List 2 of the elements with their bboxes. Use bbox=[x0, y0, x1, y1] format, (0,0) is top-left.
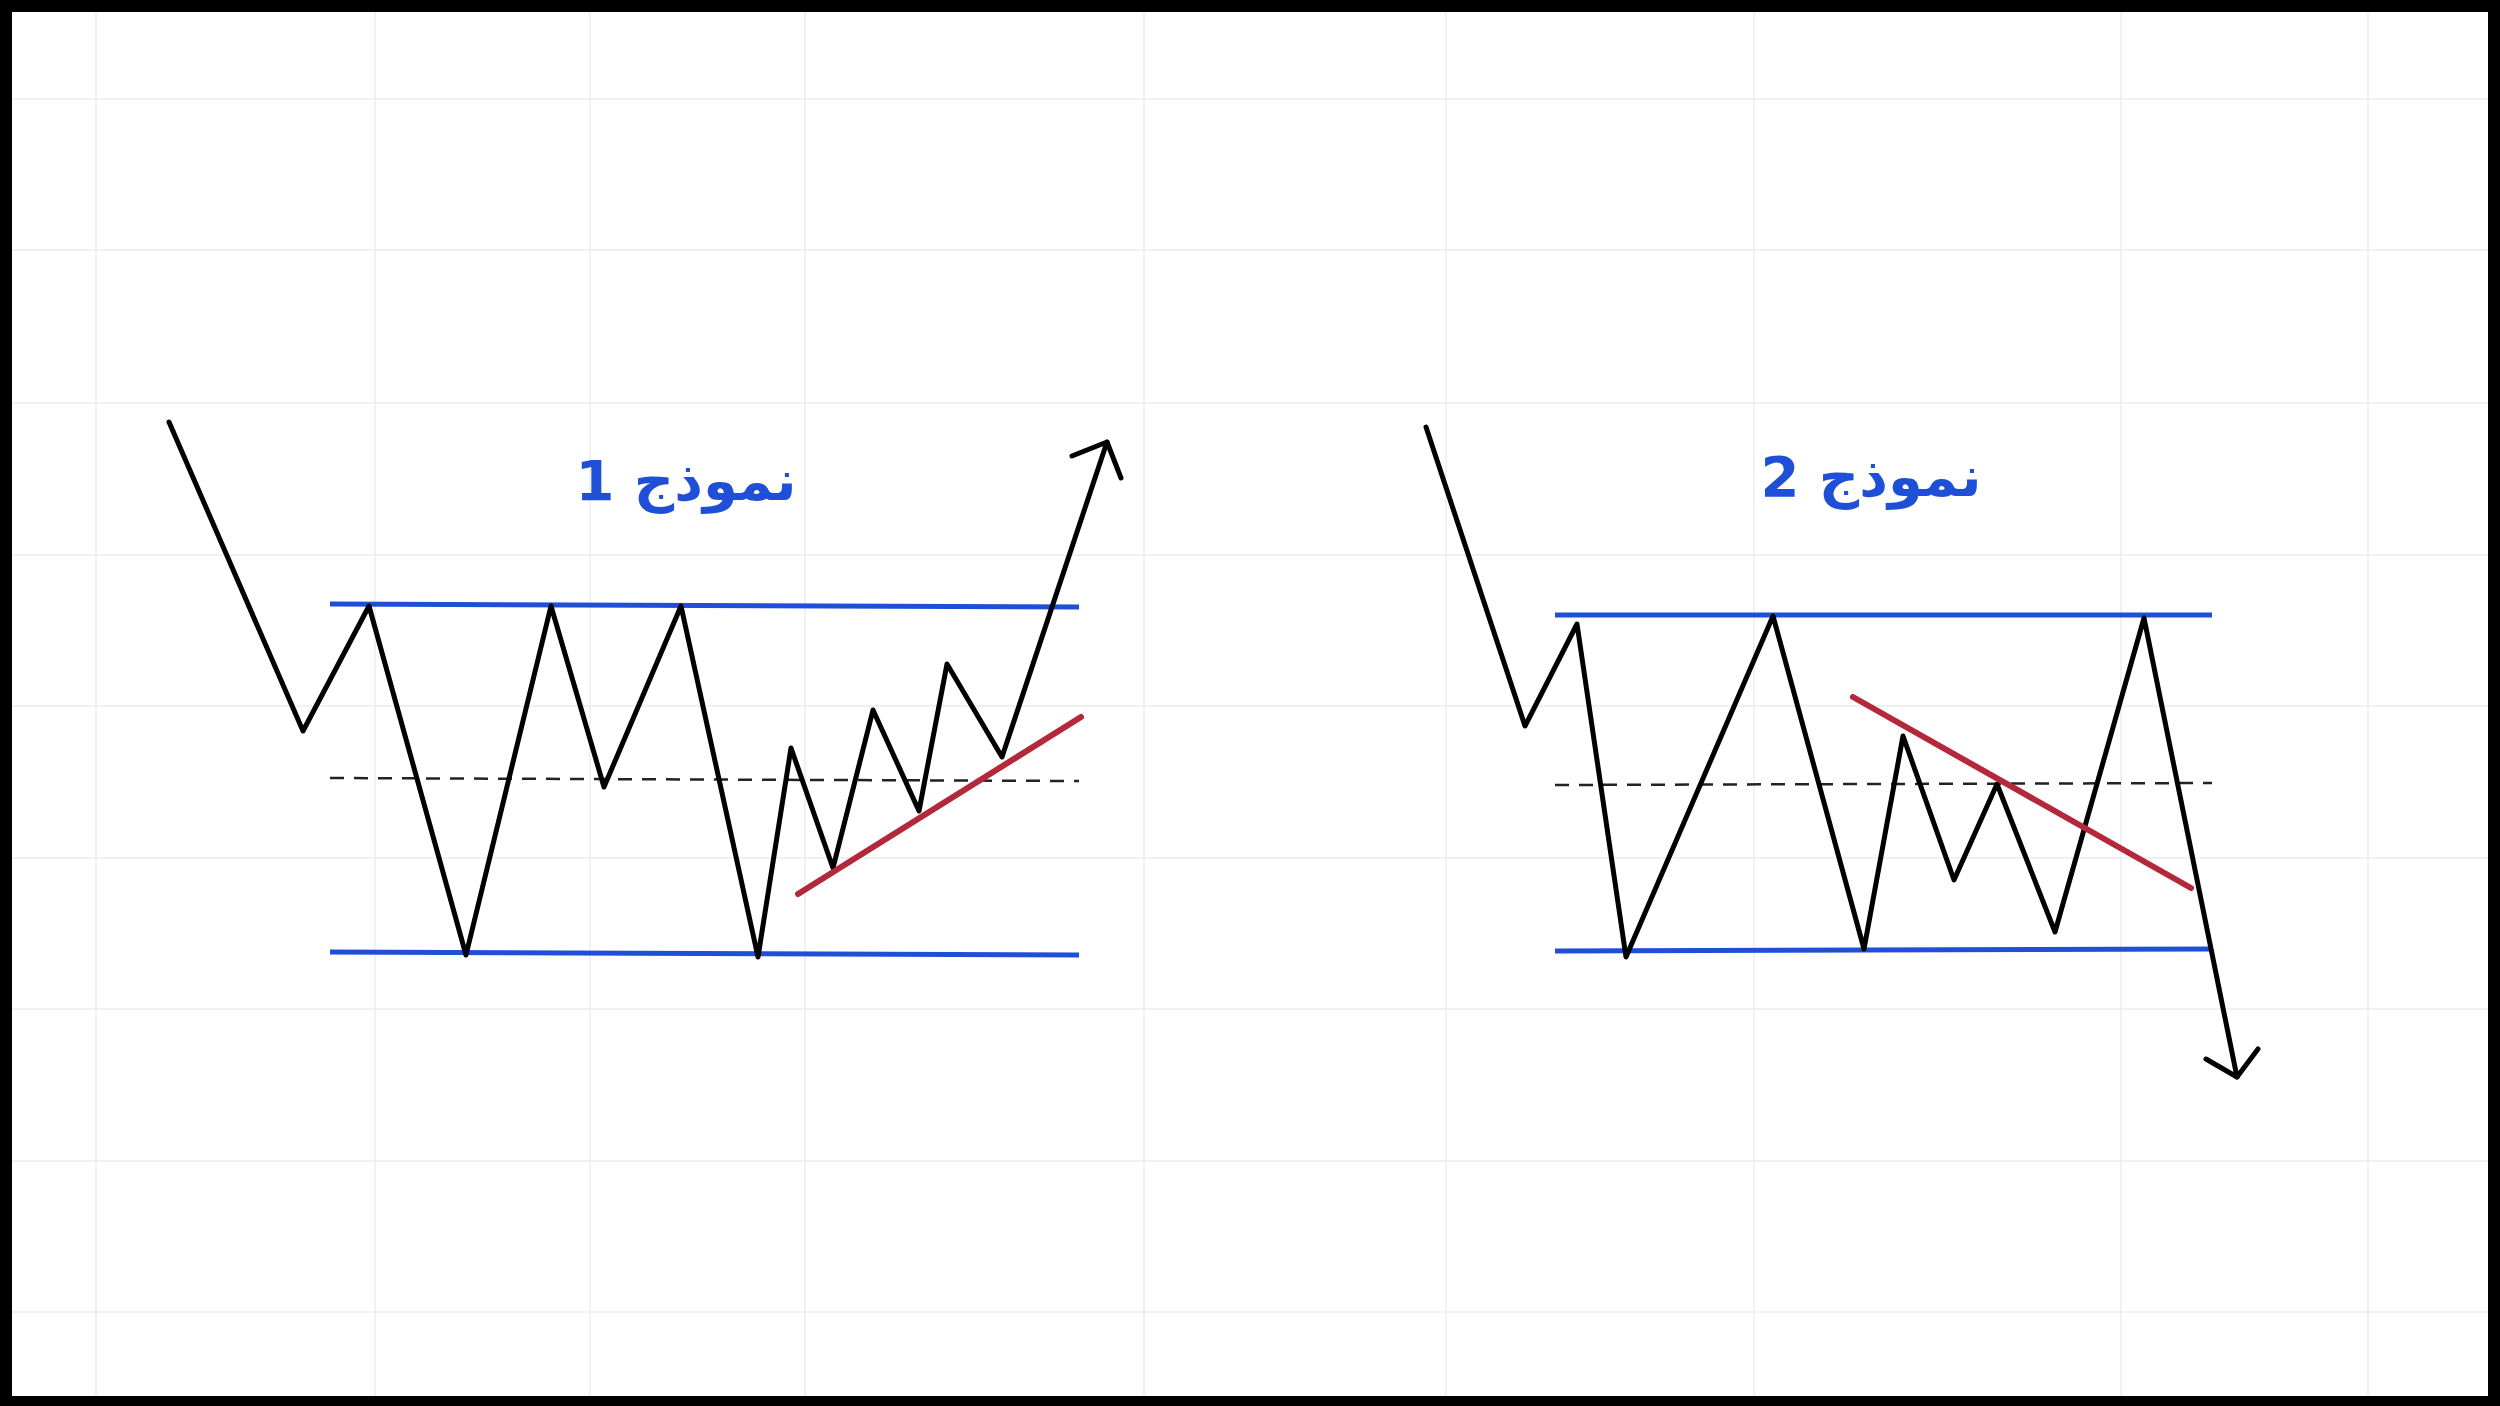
pattern-title: نموذج 2 bbox=[1759, 443, 1983, 512]
pattern-title: نموذج 1 bbox=[574, 447, 798, 516]
